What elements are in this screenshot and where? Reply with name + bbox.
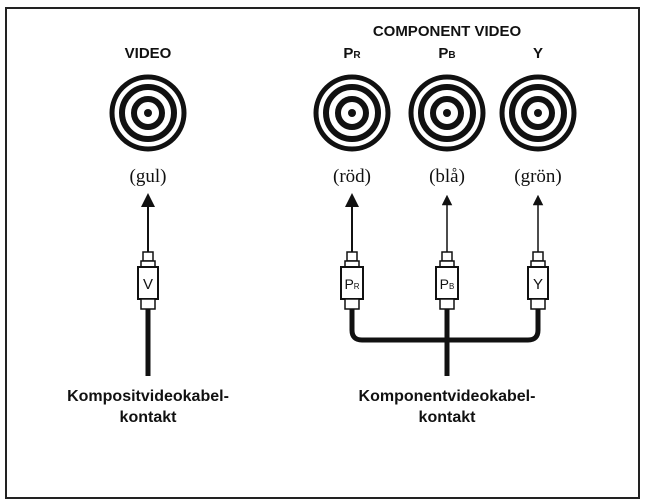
- video-color-label: (gul): [130, 166, 167, 187]
- component-cable: [349, 309, 541, 376]
- y-color-label: (grön): [514, 166, 561, 187]
- y-jack: [499, 74, 577, 152]
- video-heading: VIDEO: [125, 45, 172, 62]
- pb-color-label: (blå): [429, 166, 465, 187]
- pb-plug-label: PB: [440, 276, 455, 292]
- pr-jack: [313, 74, 391, 152]
- pb-jack: [408, 74, 486, 152]
- video-plug-label: V: [143, 276, 153, 293]
- composite-caption-line2: kontakt: [120, 409, 178, 426]
- video-jack: [109, 74, 187, 152]
- pr-color-label: (röd): [333, 166, 371, 187]
- component-caption-line2: kontakt: [419, 409, 477, 426]
- pr-plug: [340, 251, 364, 310]
- y-plug-label: Y: [533, 276, 543, 293]
- pr-heading: PR: [343, 45, 361, 62]
- pr-plug-label: PR: [344, 276, 359, 292]
- y-heading: Y: [533, 45, 543, 62]
- pb-heading: PB: [438, 45, 455, 62]
- component-video-heading: COMPONENT VIDEO: [373, 23, 522, 40]
- composite-caption-line1: Kompositvideokabel-: [67, 388, 229, 405]
- component-caption-line1: Komponentvideokabel-: [359, 388, 536, 405]
- pb-plug: [435, 251, 459, 310]
- diagram-frame: [5, 7, 640, 499]
- video-plug: [137, 251, 159, 310]
